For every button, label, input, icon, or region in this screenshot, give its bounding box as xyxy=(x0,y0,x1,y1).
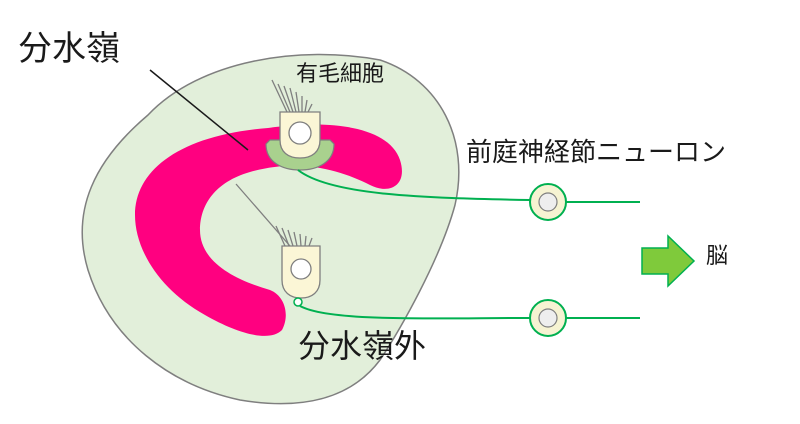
striola-region xyxy=(135,124,402,336)
extrastriola-label: 分水嶺外 xyxy=(298,327,427,365)
bouton-terminal xyxy=(293,297,303,307)
hair-cell-label: 有毛細胞 xyxy=(296,62,385,87)
striola-label: 分水嶺 xyxy=(18,29,120,69)
lower-ganglion-neuron xyxy=(529,299,567,337)
lower-hair-cell-stereocilia xyxy=(235,183,313,247)
lower-hair-cell-nucleus xyxy=(290,258,312,280)
upper-nerve-fiber xyxy=(297,169,531,201)
upper-hair-cell-nucleus xyxy=(288,121,312,145)
striola-leader-line xyxy=(149,69,249,151)
brain-label: 脳 xyxy=(706,244,729,269)
lower-nerve-fiber xyxy=(299,305,531,320)
arrow-to-brain-icon xyxy=(641,234,696,288)
upper-ganglion-neuron xyxy=(529,183,567,221)
vestibular-neuron-label: 前庭神経節ニューロン xyxy=(466,138,727,168)
upper-hair-cell-stereocilia xyxy=(271,79,313,113)
